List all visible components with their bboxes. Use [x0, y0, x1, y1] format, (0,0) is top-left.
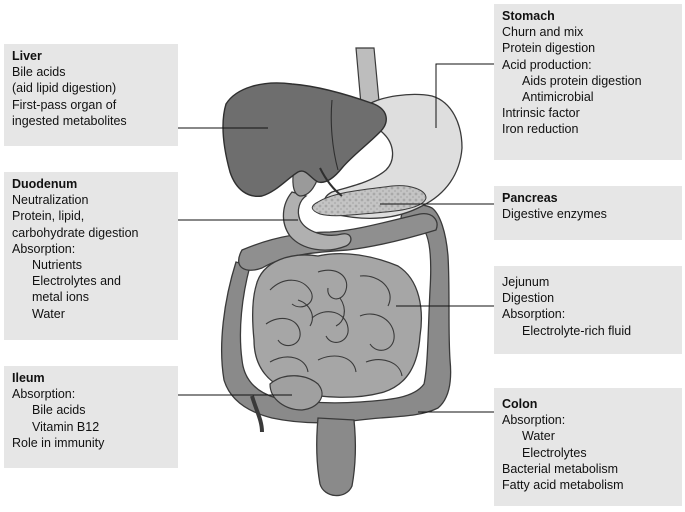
jejunum-subline: Electrolyte-rich fluid: [522, 323, 632, 338]
ileum-subline: Vitamin B12: [32, 419, 100, 434]
stomach: [323, 93, 463, 220]
stomach-subline: Antimicrobial: [522, 90, 594, 105]
stomach-title: Stomach: [502, 9, 555, 23]
pancreas-title: Pancreas: [502, 191, 558, 205]
liver-line: First-pass organ of: [12, 97, 117, 112]
duodenum-subline: Water: [32, 306, 65, 321]
liver: [222, 82, 387, 197]
duodenum-line: carbohydrate digestion: [12, 225, 139, 240]
stomach-line: Iron reduction: [502, 122, 579, 137]
stomach-subline: Aids protein digestion: [522, 73, 642, 88]
colon-line: Absorption:: [502, 413, 566, 428]
stomach-line: Intrinsic factor: [502, 106, 580, 121]
rectum: [316, 417, 356, 497]
duodenum-line: Absorption:: [12, 241, 76, 256]
colon-line: Fatty acid metabolism: [502, 478, 624, 493]
appendix: [250, 395, 264, 433]
ileum-line: Role in immunity: [12, 435, 105, 450]
pancreas-label-box: Pancreas Digestive enzymes: [494, 186, 682, 240]
colon-title: Colon: [502, 397, 538, 411]
duodenum-line: Protein, lipid,: [12, 209, 85, 224]
stomach-label-box: Stomach Churn and mix Protein digestion …: [494, 4, 682, 160]
liver-label-box: Liver Bile acids (aid lipid digestion) F…: [4, 44, 178, 146]
colon-line: Bacterial metabolism: [502, 461, 619, 476]
liver-line: Bile acids: [12, 65, 66, 80]
stomach-leader: [435, 63, 494, 128]
small-intestine-folds: [265, 269, 403, 377]
leader-lines: [178, 63, 494, 413]
pancreas: [311, 185, 427, 217]
stomach-line: Protein digestion: [502, 41, 596, 56]
liver-line: (aid lipid digestion): [12, 81, 117, 96]
duodenum-title: Duodenum: [12, 177, 78, 191]
jejunum-line: Jejunum: [502, 275, 550, 289]
colon-label-box: Colon Absorption: Water Electrolytes Bac…: [494, 388, 682, 506]
ileum-subline: Bile acids: [32, 403, 86, 418]
ileum-title: Ileum: [12, 371, 45, 385]
jejunum-line: Digestion: [502, 291, 555, 306]
liver-ligament: [330, 99, 339, 171]
colon-subline: Water: [522, 429, 555, 444]
liver-line: ingested metabolites: [12, 113, 127, 128]
ileum-loop: [269, 375, 323, 411]
duodenum: [282, 191, 352, 251]
liver-title: Liver: [12, 49, 42, 63]
duodenum-subline: Nutrients: [32, 258, 83, 273]
duodenum-label-box: Duodenum Neutralization Protein, lipid, …: [4, 172, 178, 340]
pancreas-line: Digestive enzymes: [502, 207, 607, 222]
stomach-line: Acid production:: [502, 57, 592, 72]
jejunum-label-box: Jejunum Digestion Absorption: Electrolyt…: [494, 266, 682, 354]
duodenum-subline: metal ions: [32, 290, 89, 305]
bile-duct: [319, 167, 343, 197]
duodenum-line: Neutralization: [12, 193, 89, 208]
colon-subline: Electrolytes: [522, 445, 587, 460]
duodenum-subline: Electrolytes and: [32, 274, 121, 289]
ileum-line: Absorption:: [12, 387, 76, 402]
stomach-line: Churn and mix: [502, 25, 584, 40]
ileum-label-box: Ileum Absorption: Bile acids Vitamin B12…: [4, 366, 178, 468]
jejunum-line: Absorption:: [502, 307, 566, 322]
